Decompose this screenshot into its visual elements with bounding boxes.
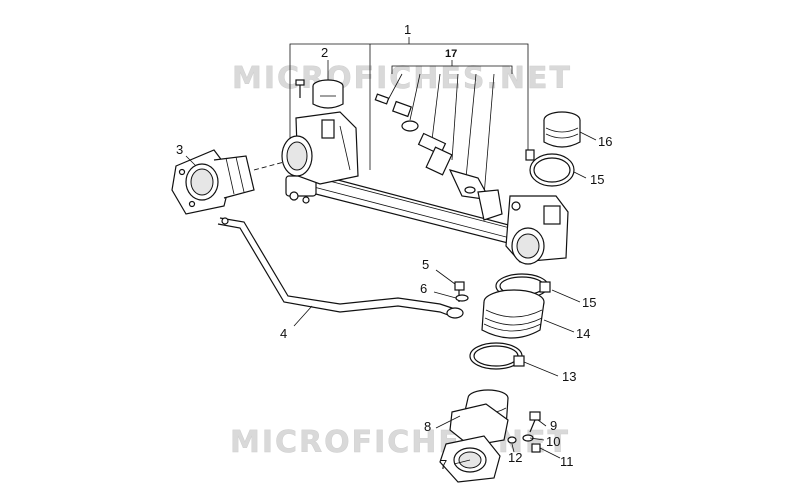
callout-5: 5 [422, 257, 429, 272]
part-16-sleeve [543, 111, 581, 148]
axis-line-3 [253, 161, 285, 171]
callout-3: 3 [176, 142, 183, 157]
callout-13: 13 [562, 369, 576, 384]
part-2-cap [312, 79, 344, 109]
part-14-sleeve [481, 289, 545, 339]
callout-15-lower: 15 [582, 295, 596, 310]
bracket-group-17 [387, 60, 513, 197]
callout-12: 12 [508, 450, 522, 465]
callout-8: 8 [424, 419, 431, 434]
callout-15-upper: 15 [590, 172, 604, 187]
callout-4: 4 [280, 326, 287, 341]
part-4-rod [217, 217, 464, 319]
callout-9: 9 [550, 418, 557, 433]
part-6-washer [455, 294, 469, 302]
leader-lines [185, 60, 597, 465]
callout-1: 1 [404, 22, 411, 37]
part-15-clamp-upper [525, 149, 575, 187]
part-7-flange [439, 435, 501, 483]
callout-11: 11 [560, 454, 574, 469]
part-9-screw [529, 411, 541, 433]
part-10-washer [522, 434, 534, 442]
callout-14: 14 [576, 326, 590, 341]
part-12-washer [507, 436, 517, 444]
callout-6: 6 [420, 281, 427, 296]
watermark-top: MICROFICHES.NET [232, 61, 572, 96]
part-17-assembly [374, 93, 503, 221]
throttle-body-left [281, 111, 359, 204]
callout-7: 7 [440, 457, 447, 472]
throttle-body-right [505, 195, 569, 265]
callout-10: 10 [546, 434, 560, 449]
part-11-nut [531, 443, 541, 453]
callout-16: 16 [598, 134, 612, 149]
part-8-flange [449, 389, 509, 447]
screw-2 [295, 79, 305, 98]
callout-2: 2 [321, 45, 328, 60]
callout-17: 17 [445, 48, 457, 60]
part-13-clamp [469, 342, 525, 370]
part-3-flange [171, 149, 255, 215]
